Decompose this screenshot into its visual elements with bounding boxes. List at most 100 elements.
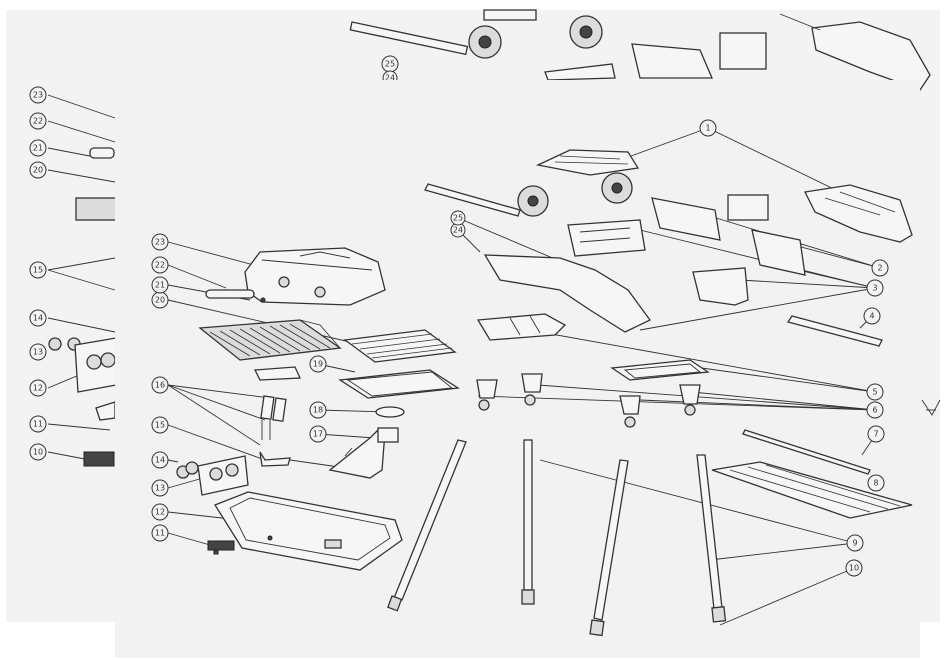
back-callout-14: 14 xyxy=(29,309,47,327)
callout-24: 24 xyxy=(450,222,466,238)
legs xyxy=(387,439,727,637)
handle-screw xyxy=(260,297,266,303)
back-wheel-right-hub xyxy=(579,25,593,39)
svg-text:14: 14 xyxy=(155,456,165,465)
grill-lid xyxy=(244,247,386,306)
burner-left xyxy=(259,451,291,467)
callout-10: 10 xyxy=(845,559,863,577)
frame-bracket-center xyxy=(651,197,721,241)
svg-text:4: 4 xyxy=(869,312,874,321)
back-hinge-block xyxy=(719,32,767,70)
svg-text:7: 7 xyxy=(873,430,878,439)
callout-15: 15 xyxy=(151,416,169,434)
callout-6: 6 xyxy=(866,401,884,419)
svg-text:11: 11 xyxy=(155,529,165,538)
callout-17: 17 xyxy=(309,425,327,443)
svg-text:20: 20 xyxy=(33,166,43,175)
callout-16: 16 xyxy=(151,376,169,394)
back-wheel-left-hub xyxy=(478,35,492,49)
callout-21: 21 xyxy=(151,276,169,294)
callout-14: 14 xyxy=(151,451,169,469)
svg-text:24: 24 xyxy=(453,226,463,235)
callout-9: 9 xyxy=(846,534,864,552)
callout-11: 11 xyxy=(151,524,169,542)
svg-text:25: 25 xyxy=(385,60,395,69)
back-side-table xyxy=(811,21,931,91)
frame-bracket-left xyxy=(567,219,646,257)
grease-tray xyxy=(338,369,460,399)
cross-brace-left xyxy=(476,313,567,341)
back-shelf-edge xyxy=(483,9,537,21)
back-frame-bracket-2 xyxy=(544,63,616,81)
svg-text:14: 14 xyxy=(33,314,43,323)
cart-side-panel-right xyxy=(692,267,749,306)
callout-22: 22 xyxy=(151,256,169,274)
side-bar-top xyxy=(424,183,521,217)
back-callout-21: 21 xyxy=(29,139,47,157)
callout-23: 23 xyxy=(151,233,169,251)
svg-text:21: 21 xyxy=(33,144,43,153)
firebox-port xyxy=(324,539,342,549)
leg-4 xyxy=(696,454,723,610)
back-knob-1 xyxy=(48,337,62,351)
leg-2 xyxy=(523,439,533,591)
svg-text:16: 16 xyxy=(155,381,165,390)
leg-1 xyxy=(393,439,467,601)
leg-brackets xyxy=(476,373,701,428)
back-callout-23: 23 xyxy=(29,86,47,104)
igniter-module xyxy=(207,540,235,551)
svg-text:23: 23 xyxy=(33,91,43,100)
frame-bracket-right xyxy=(751,229,806,276)
control-panel xyxy=(197,455,249,496)
callout-4: 4 xyxy=(863,307,881,325)
svg-text:17: 17 xyxy=(313,430,323,439)
callout-18: 18 xyxy=(309,401,327,419)
svg-text:2: 2 xyxy=(877,264,882,273)
lid-handle xyxy=(205,289,255,299)
svg-text:20: 20 xyxy=(155,296,165,305)
svg-text:18: 18 xyxy=(313,406,323,415)
back-callout-15: 15 xyxy=(29,261,47,279)
back-callout-22: 22 xyxy=(29,112,47,130)
back-callout-12: 12 xyxy=(29,379,47,397)
svg-text:10: 10 xyxy=(33,448,43,457)
svg-text:10: 10 xyxy=(849,564,859,573)
callout-1: 1 xyxy=(699,119,717,137)
back-callout-10: 10 xyxy=(29,443,47,461)
callout-20: 20 xyxy=(151,291,169,309)
svg-text:1: 1 xyxy=(705,124,710,133)
back-handle xyxy=(89,147,115,159)
callout-13: 13 xyxy=(151,479,169,497)
svg-text:12: 12 xyxy=(33,384,43,393)
cooking-grate xyxy=(198,319,342,361)
callout-12: 12 xyxy=(151,503,169,521)
svg-text:25: 25 xyxy=(453,214,463,223)
callouts: 1 2 3 4 5 6 7 8 9 10 11 12 13 14 15 16 1… xyxy=(151,119,889,577)
back-callout-20: 20 xyxy=(29,161,47,179)
callout-5: 5 xyxy=(866,383,884,401)
burner-clips xyxy=(260,395,287,440)
firebox xyxy=(214,491,403,571)
svg-text:15: 15 xyxy=(155,421,165,430)
svg-text:24: 24 xyxy=(385,74,395,83)
svg-text:6: 6 xyxy=(872,406,877,415)
back-side-bar xyxy=(349,21,469,56)
cart-side-panel-left xyxy=(483,254,651,333)
svg-text:21: 21 xyxy=(155,281,165,290)
svg-text:15: 15 xyxy=(33,266,43,275)
callout-7: 7 xyxy=(867,425,885,443)
burner-valve xyxy=(377,427,399,443)
svg-text:13: 13 xyxy=(155,484,165,493)
shelf-bar xyxy=(742,429,871,475)
svg-text:5: 5 xyxy=(872,388,877,397)
callout-8: 8 xyxy=(867,474,885,492)
back-callout-13: 13 xyxy=(29,343,47,361)
leg-3 xyxy=(593,459,629,621)
back-callout-11: 11 xyxy=(29,415,47,433)
svg-text:3: 3 xyxy=(872,284,877,293)
svg-text:9: 9 xyxy=(852,539,857,548)
svg-text:22: 22 xyxy=(155,261,165,270)
svg-text:12: 12 xyxy=(155,508,165,517)
callout-25: 25 xyxy=(450,210,466,226)
